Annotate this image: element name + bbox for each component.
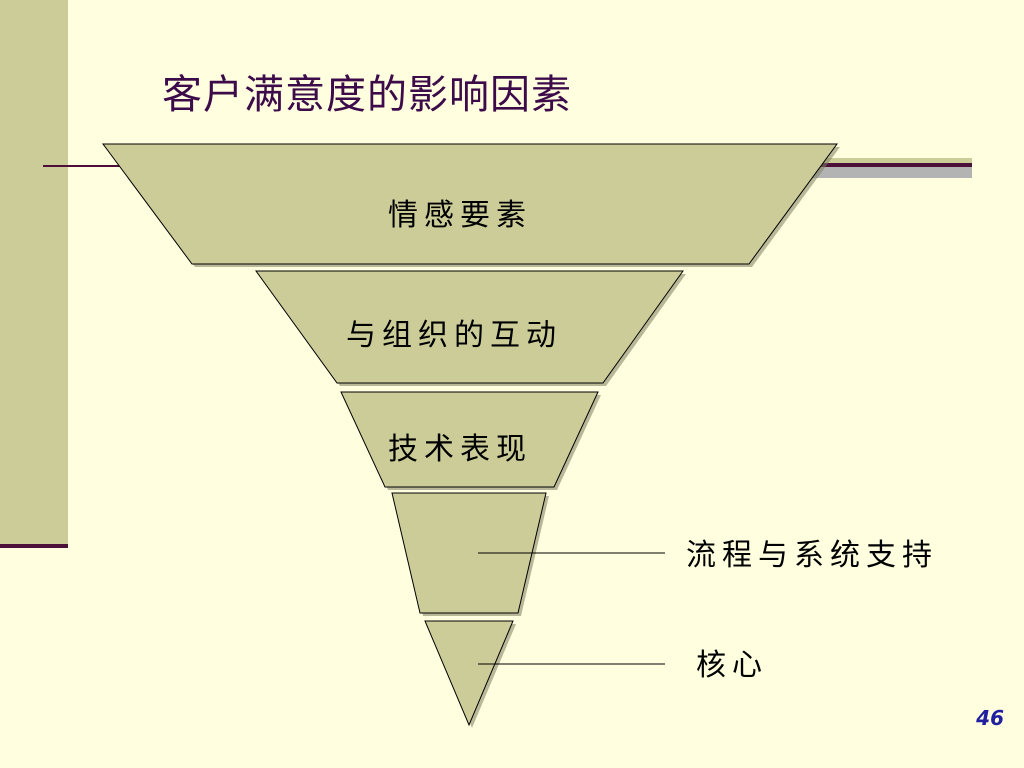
page-number: 46 — [976, 706, 1004, 730]
funnel-level-5 — [424, 620, 514, 727]
slide-title: 客户满意度的影响因素 — [162, 72, 572, 118]
left-decor-bar — [0, 0, 68, 546]
funnel-label-emotional: 情感要素 — [388, 198, 532, 233]
callout-label-core: 核心 — [696, 648, 768, 683]
funnel-level-1 — [102, 143, 838, 265]
funnel-label-technical: 技术表现 — [388, 432, 532, 467]
right-decor-stripe — [800, 158, 972, 180]
callout-label-process: 流程与系统支持 — [686, 538, 938, 573]
funnel-level-2 — [255, 270, 684, 384]
left-decor-line — [0, 544, 68, 548]
funnel-level-4 — [391, 492, 547, 614]
funnel-level-3 — [340, 391, 599, 488]
funnel-label-interaction: 与组织的互动 — [346, 318, 562, 353]
title-rule-left — [43, 165, 143, 167]
